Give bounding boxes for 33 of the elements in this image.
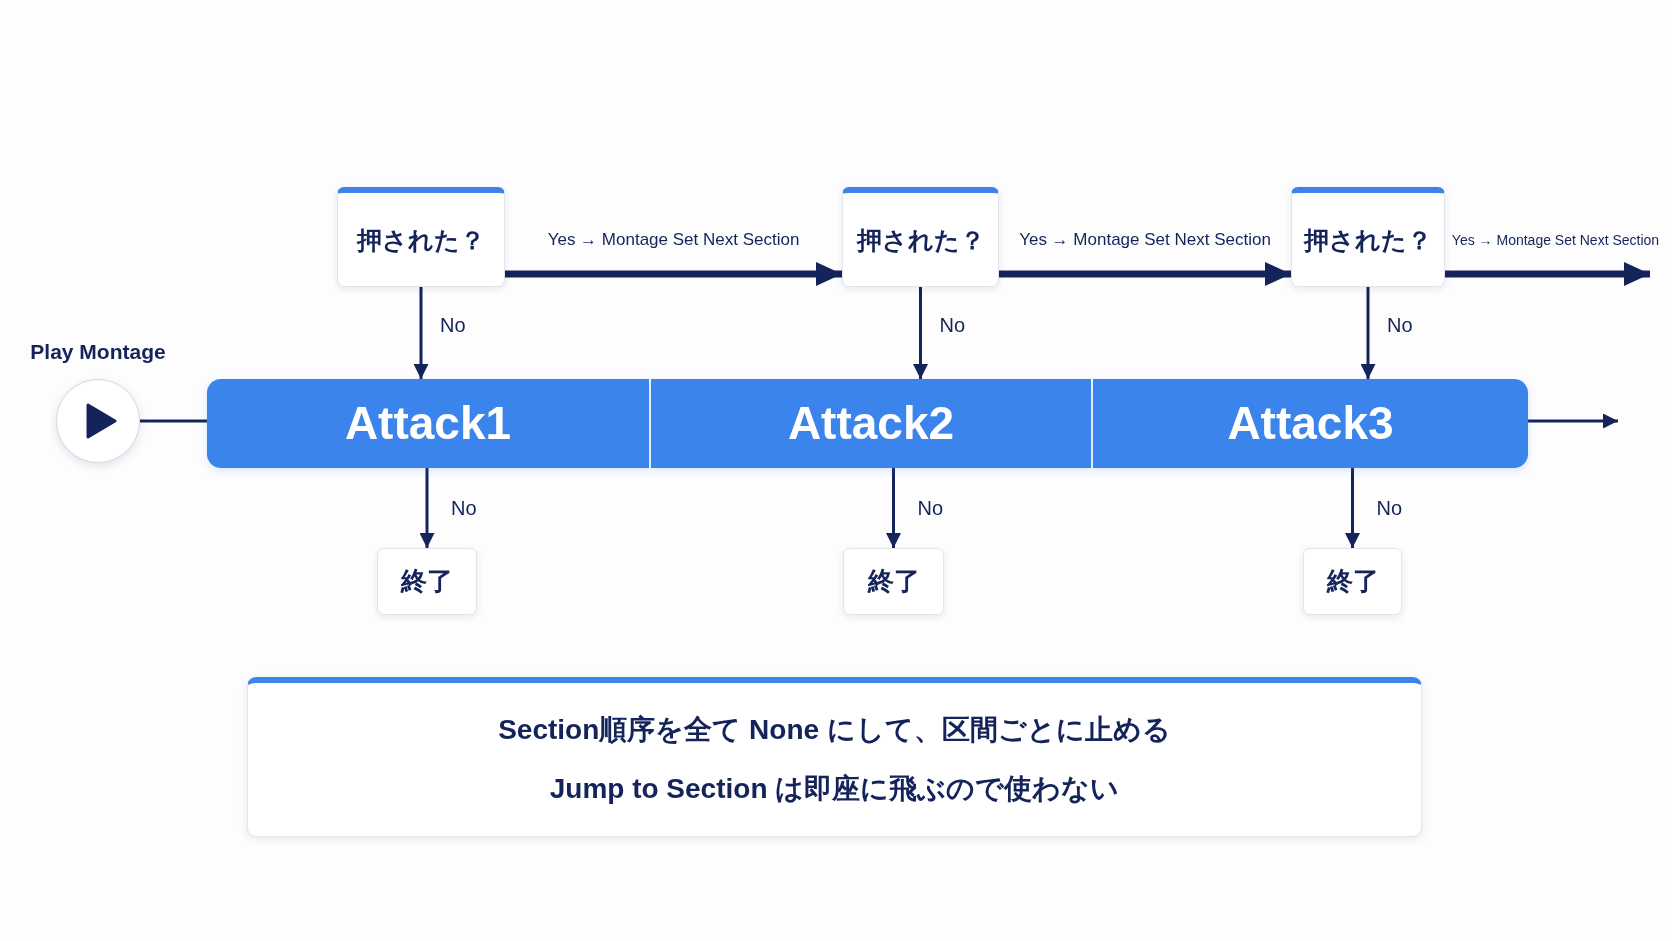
arrow [413, 287, 429, 379]
decision-box [842, 187, 999, 287]
start-label: Play Montage [30, 338, 166, 364]
section-segment [207, 379, 649, 468]
decision-box [1291, 187, 1445, 287]
arrow [1528, 413, 1618, 429]
end-box [843, 548, 944, 615]
arrow [1360, 287, 1376, 379]
note-text: Section順序を全て None にして、区間ごとに止める [498, 713, 1171, 748]
end-label: 終了 [867, 565, 920, 598]
note-text: Jump to Section は即座に飛ぶので使わない [549, 771, 1120, 806]
end-label: 終了 [401, 565, 453, 598]
end-box [1303, 548, 1402, 615]
arrow [419, 468, 435, 548]
note-panel [247, 677, 1422, 837]
arrow [999, 262, 1291, 286]
edge-label: Yes → Montage Set Next Section [1449, 231, 1662, 249]
decision-box [337, 187, 505, 287]
end-label: 終了 [1326, 565, 1379, 598]
section-segment [651, 379, 1091, 468]
decision-label: 押された？ [856, 224, 985, 255]
section-label: Attack2 [787, 398, 955, 449]
section-segment [1093, 379, 1528, 468]
section-label: Attack1 [344, 398, 512, 449]
arrow [1345, 468, 1360, 548]
decision-label: 押された？ [357, 224, 485, 255]
arrow [886, 468, 901, 548]
end-box [377, 548, 477, 615]
section-label: Attack3 [1227, 398, 1394, 449]
decision-label: 押された？ [1304, 224, 1432, 255]
arrow [505, 262, 842, 286]
arrow [913, 287, 928, 379]
connector-line [140, 419, 207, 423]
